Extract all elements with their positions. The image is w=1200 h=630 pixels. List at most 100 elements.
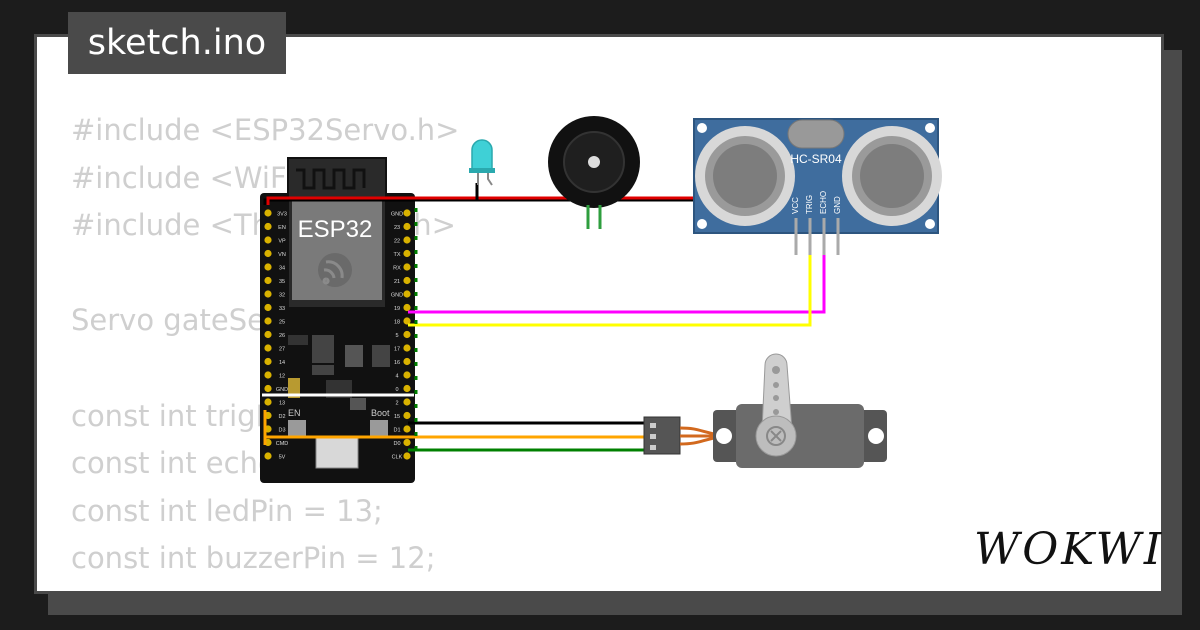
pin-label: 4 bbox=[395, 374, 398, 380]
pin-right_pins-9[interactable] bbox=[403, 330, 411, 339]
pin-label: 19 bbox=[394, 306, 400, 312]
pin-left_pins-14[interactable] bbox=[264, 398, 272, 406]
code-line: #include <ESP32Servo.h> bbox=[71, 113, 460, 147]
pin-label: 2 bbox=[395, 401, 398, 407]
pin-right_pins-6[interactable] bbox=[403, 290, 411, 298]
pin-label: 3V3 bbox=[277, 212, 287, 218]
boot-button-label: Boot bbox=[371, 408, 390, 418]
pin-label: RX bbox=[393, 266, 401, 272]
pin-left_pins-2[interactable] bbox=[264, 236, 272, 244]
pin-right_pins-17[interactable] bbox=[403, 438, 411, 447]
pin-right_pins-8[interactable] bbox=[403, 317, 411, 325]
pin-label: D1 bbox=[393, 428, 400, 434]
en-button-label: EN bbox=[288, 408, 301, 418]
pin-label: CLK bbox=[392, 455, 403, 461]
sensor-model-label: HC-SR04 bbox=[790, 152, 842, 166]
transducer-right-icon bbox=[842, 126, 942, 226]
code-line: const int servoPin = 23; bbox=[71, 589, 418, 591]
pin-right_pins-13[interactable] bbox=[403, 384, 411, 393]
esp32-board[interactable]: ESP32 EN Boot 3V3ENVPVN34353233252627141… bbox=[260, 157, 415, 483]
pin-left_pins-0[interactable] bbox=[264, 209, 272, 217]
code-line: const int buzzerPin = 12; bbox=[71, 541, 436, 576]
pin-label: 22 bbox=[394, 239, 400, 245]
pin-left_pins-4[interactable] bbox=[264, 263, 272, 271]
pin-left_pins-9[interactable] bbox=[264, 330, 272, 339]
pin-label: 21 bbox=[394, 279, 400, 285]
pin-label: 32 bbox=[279, 293, 285, 299]
sensor-pin-label: VCC bbox=[791, 197, 800, 214]
pin-label: VP bbox=[278, 239, 286, 245]
servo-motor[interactable] bbox=[643, 353, 887, 468]
usb-port bbox=[315, 437, 359, 469]
pin-label: 13 bbox=[279, 401, 285, 407]
pin-label: 12 bbox=[279, 374, 285, 380]
pin-label: D0 bbox=[393, 441, 400, 447]
pin-right_pins-14[interactable] bbox=[403, 398, 411, 406]
pin-label: 15 bbox=[394, 414, 400, 420]
pin-label: EN bbox=[278, 225, 286, 231]
pin-label: 33 bbox=[279, 306, 285, 312]
pin-right_pins-11[interactable] bbox=[403, 357, 411, 366]
pin-label: 35 bbox=[279, 279, 285, 285]
pin-left_pins-1[interactable] bbox=[264, 222, 272, 231]
pin-left_pins-6[interactable] bbox=[264, 290, 272, 298]
pin-right_pins-5[interactable] bbox=[403, 276, 411, 285]
pin-left_pins-10[interactable] bbox=[264, 344, 272, 352]
sensor-pin-labels: VCC TRIG ECHO GND bbox=[791, 191, 842, 214]
pin-label: GND bbox=[391, 293, 403, 299]
pin-label: GND bbox=[276, 387, 288, 393]
pin-right_pins-1[interactable] bbox=[403, 222, 411, 231]
pin-right_pins-7[interactable] bbox=[403, 303, 411, 312]
buzzer-icon[interactable] bbox=[548, 116, 640, 229]
en-button[interactable] bbox=[288, 420, 306, 438]
pin-right_pins-10[interactable] bbox=[403, 344, 411, 352]
ultrasonic-sensor[interactable]: HC-SR04 VCC TRIG ECHO GND bbox=[693, 118, 942, 255]
pin-label: 5V bbox=[279, 455, 286, 461]
pin-label: 17 bbox=[394, 347, 400, 353]
boot-button[interactable] bbox=[370, 420, 388, 438]
wokwi-logo: WOKWI bbox=[974, 524, 1165, 575]
pin-left_pins-7[interactable] bbox=[264, 303, 272, 312]
pin-right_pins-12[interactable] bbox=[403, 371, 411, 379]
pin-left_pins-11[interactable] bbox=[264, 357, 272, 366]
pin-label: CMD bbox=[276, 441, 289, 447]
espressif-logo-icon bbox=[318, 253, 352, 287]
pin-label: D2 bbox=[278, 414, 285, 420]
pin-left_pins-8[interactable] bbox=[264, 317, 272, 325]
pin-right_pins-0[interactable] bbox=[403, 209, 411, 217]
sensor-pin-label: GND bbox=[833, 196, 842, 214]
pin-label: 18 bbox=[394, 320, 400, 326]
pin-label: VN bbox=[278, 252, 286, 258]
pin-right_pins-4[interactable] bbox=[403, 263, 411, 271]
pin-label: 27 bbox=[279, 347, 285, 353]
code-line: const int ledPin = 13; bbox=[71, 493, 383, 528]
board-label: ESP32 bbox=[298, 216, 373, 243]
pin-label: 23 bbox=[394, 225, 400, 231]
file-tab[interactable]: sketch.ino bbox=[68, 12, 286, 74]
pin-label: D3 bbox=[278, 428, 285, 434]
pin-label: 14 bbox=[279, 360, 285, 366]
sensor-pin-label: ECHO bbox=[819, 191, 828, 214]
pin-label: 16 bbox=[394, 360, 400, 366]
pin-left_pins-12[interactable] bbox=[264, 371, 272, 379]
led-icon[interactable] bbox=[469, 139, 495, 186]
pin-left_pins-13[interactable] bbox=[264, 384, 272, 393]
pin-label: TX bbox=[393, 252, 400, 258]
pin-left_pins-3[interactable] bbox=[264, 249, 272, 258]
pin-left_pins-5[interactable] bbox=[264, 276, 272, 285]
pin-right_pins-16[interactable] bbox=[403, 425, 411, 433]
pin-label: 25 bbox=[279, 320, 285, 326]
pin-label: 5 bbox=[395, 333, 398, 339]
pin-label: 0 bbox=[395, 387, 398, 393]
pin-label: GND bbox=[391, 212, 403, 218]
pin-right_pins-3[interactable] bbox=[403, 249, 411, 258]
pin-right_pins-18[interactable] bbox=[403, 452, 411, 460]
sensor-pin-label: TRIG bbox=[805, 195, 814, 214]
pin-right_pins-2[interactable] bbox=[403, 236, 411, 244]
transducer-left-icon bbox=[695, 126, 795, 226]
pin-label: 26 bbox=[279, 333, 285, 339]
pin-left_pins-18[interactable] bbox=[264, 452, 272, 460]
pin-right_pins-15[interactable] bbox=[403, 411, 411, 420]
